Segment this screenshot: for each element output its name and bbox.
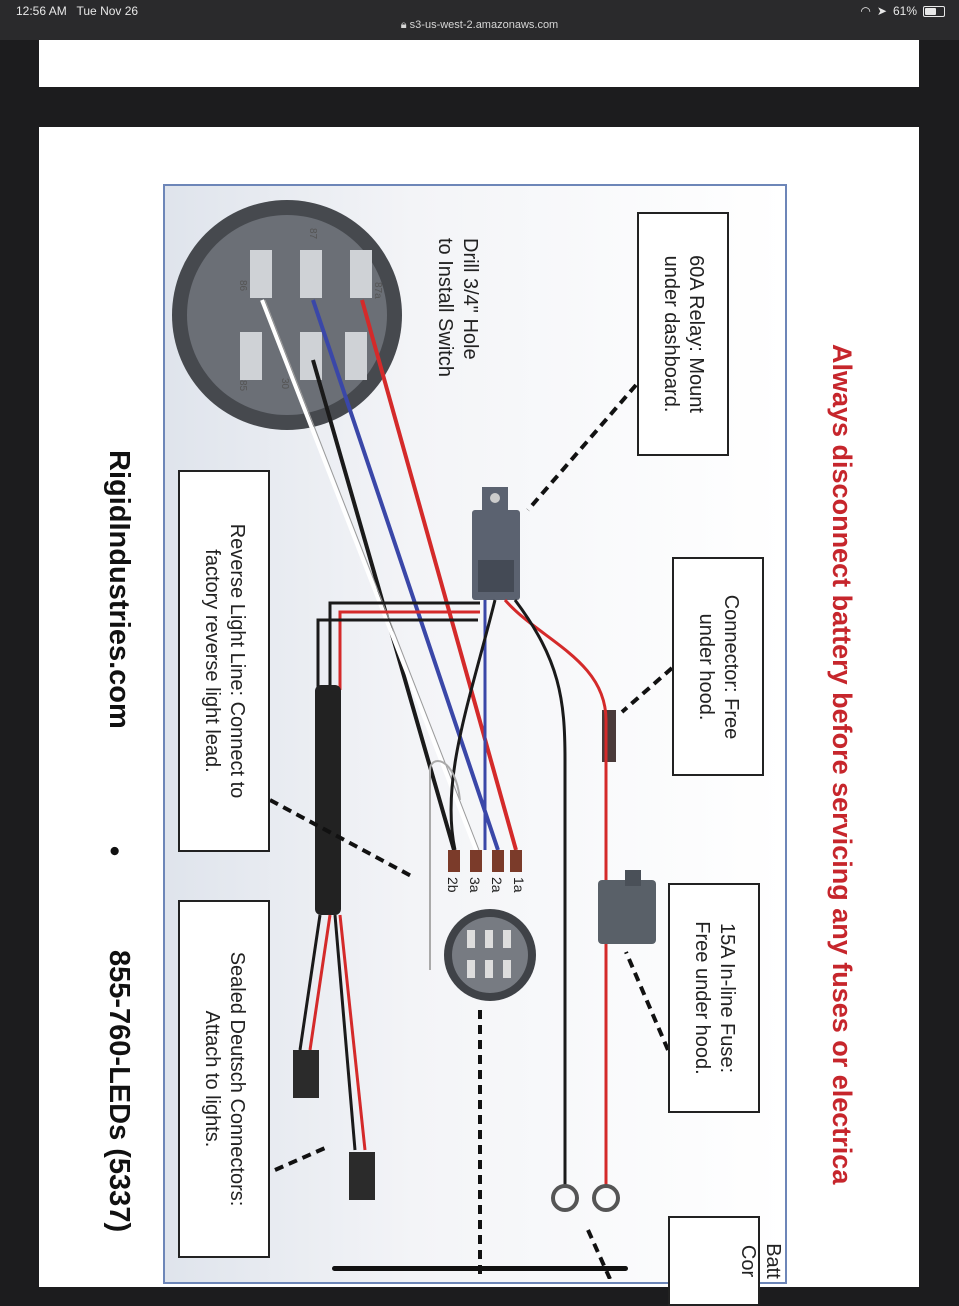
wifi-icon: ◠ — [860, 4, 871, 18]
fuse-icon — [598, 870, 656, 944]
status-bar: 12:56 AM Tue Nov 26 ◠ ➤ 61% 🔒︎ s3-us-wes… — [0, 0, 959, 40]
warning-title: Always disconnect battery before servici… — [827, 344, 857, 1185]
wire-white — [260, 299, 478, 851]
wire-red — [360, 299, 518, 851]
connector-icon — [602, 710, 616, 762]
callout-fuse: 15A In-line Fuse:Free under hood. — [668, 883, 760, 1113]
wire-label-1a: 1a — [511, 877, 527, 893]
url-text: s3-us-west-2.amazonaws.com — [409, 19, 559, 31]
address-bar[interactable]: 🔒︎ s3-us-west-2.amazonaws.com — [0, 19, 959, 32]
clock: 12:56 AM — [16, 4, 67, 18]
wire-blue — [311, 299, 500, 851]
footer-website: RigidIndustries.com — [103, 450, 135, 729]
home-indicator[interactable] — [332, 1266, 628, 1271]
deutsch-connector-icon — [349, 1152, 375, 1200]
status-time: 12:56 AM Tue Nov 26 — [16, 4, 138, 18]
small-switch-icon — [444, 909, 536, 1001]
footer-phone: 855-760-LEDs (5337) — [103, 950, 135, 1233]
pin-85: 85 — [237, 380, 248, 392]
wire-loom — [315, 685, 341, 915]
ring-terminal-icon — [592, 1184, 620, 1212]
pin-30: 30 — [279, 378, 290, 390]
pin-87: 87 — [307, 228, 318, 240]
switch-icon — [172, 200, 402, 430]
status-indicators: ◠ ➤ 61% — [860, 4, 945, 18]
wiring-graphics — [172, 200, 674, 1279]
callout-deutsch: Sealed Deutsch Connectors:Attach to ligh… — [178, 900, 270, 1258]
lock-icon: 🔒︎ — [400, 19, 407, 31]
relay-icon — [472, 487, 520, 600]
location-icon: ➤ — [876, 4, 887, 18]
pin-87a: 87a — [372, 282, 383, 299]
wire-label-2a: 2a — [489, 877, 505, 893]
battery-percent: 61% — [892, 4, 917, 18]
date: Tue Nov 26 — [76, 4, 139, 18]
wire-label-3a: 3a — [467, 877, 483, 893]
deutsch-connector-icon — [293, 1050, 319, 1098]
previous-page-fragment — [39, 40, 919, 87]
pin-86: 86 — [237, 280, 248, 292]
ring-terminal-icon — [551, 1184, 579, 1212]
wire-label-2b: 2b — [445, 877, 461, 893]
battery-icon — [923, 5, 945, 17]
footer-separator: • — [98, 846, 130, 857]
